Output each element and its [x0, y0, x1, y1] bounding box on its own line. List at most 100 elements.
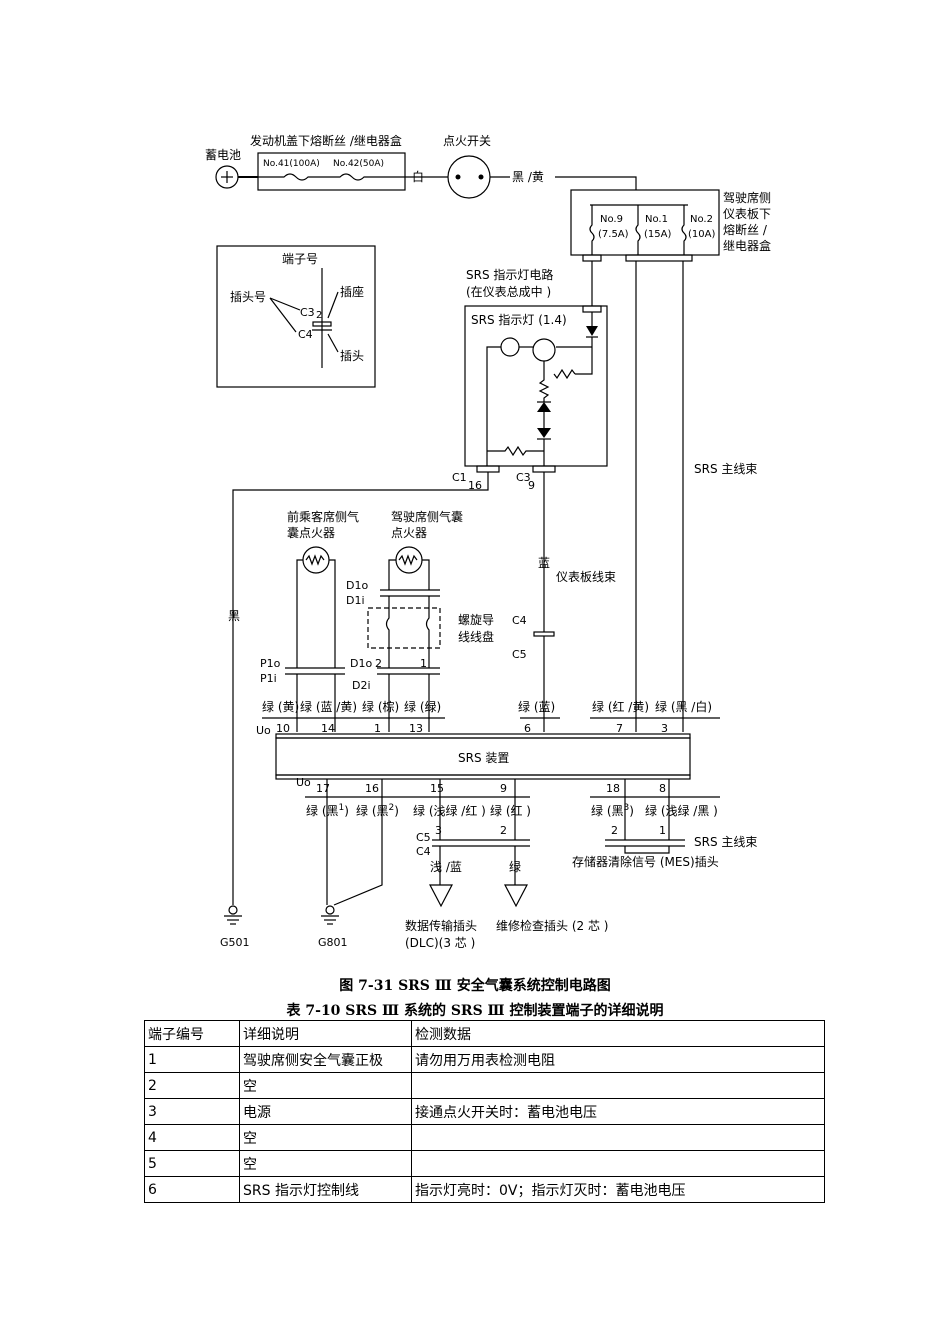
- legend-c3: C3: [300, 306, 315, 319]
- mes-pin-1: 1: [659, 824, 666, 837]
- dlc-label-1: 数据传输插头: [405, 918, 477, 933]
- pin-18-label: 18: [606, 782, 620, 795]
- table-row: 6 SRS 指示灯控制线 指示灯亮时：0V；指示灯灭时：蓄电池电压: [144, 1176, 825, 1203]
- c4b-label: C4: [416, 845, 431, 858]
- srs-harness-label: SRS 主线束: [694, 462, 757, 476]
- srs-circuit-label-1: SRS 指示灯电路: [466, 267, 553, 282]
- pin-7-label: 7: [616, 722, 623, 735]
- dash-box-label-4: 继电器盒: [723, 238, 771, 253]
- pin-13-label: 13: [409, 722, 423, 735]
- wire-label-green-brown: 绿 (棕): [362, 699, 399, 714]
- fuse-41-label: No.41(100A): [263, 159, 320, 169]
- header-test-data: 检测数据: [411, 1020, 825, 1047]
- terminal-table: 端子编号 详细说明 检测数据 1 驾驶席侧安全气囊正极 请勿用万用表检测电阻 2…: [144, 1020, 825, 1203]
- engine-fuse-box: [257, 152, 406, 191]
- wire-label-green-lightgreen-red: 绿 (浅绿 /红 ): [413, 803, 486, 818]
- cell-description: 空: [239, 1150, 412, 1177]
- black-yellow-label: 黑 /黄: [512, 170, 544, 184]
- table-row: 1 驾驶席侧安全气囊正极 请勿用万用表检测电阻: [144, 1046, 825, 1073]
- cell-test-data: 请勿用万用表检测电阻: [411, 1046, 825, 1073]
- fuse-9-label: No.9: [600, 214, 623, 225]
- wire-label-green-red: 绿 (红 ): [490, 803, 531, 818]
- transistor: [532, 338, 556, 362]
- cell-terminal: 1: [144, 1046, 240, 1073]
- fuse-2-label: No.2: [690, 214, 713, 225]
- pin-17-label: 17: [316, 782, 330, 795]
- cell-terminal: 4: [144, 1124, 240, 1151]
- fuse-42-label: No.42(50A): [333, 159, 384, 169]
- legend-2: 2: [316, 310, 322, 321]
- d1o-label-2: D1o: [350, 657, 372, 670]
- black-wire-label: 黑: [228, 609, 240, 623]
- cell-test-data: [411, 1072, 825, 1099]
- header-description: 详细说明: [239, 1020, 412, 1047]
- cell-description: SRS 指示灯控制线: [239, 1176, 412, 1203]
- cell-test-data: [411, 1124, 825, 1151]
- uo-top-label: Uo: [256, 724, 271, 737]
- wire-label-green-lightgreen-black: 绿 (浅绿 /黑 ): [645, 803, 718, 818]
- battery-label: 蓄电池: [205, 148, 241, 162]
- ground-g501: [228, 905, 238, 915]
- dash-box-label-1: 驾驶席侧: [723, 190, 771, 205]
- srs-circuit-label-2: (在仪表总成中 ): [466, 284, 551, 299]
- legend-plug-no: 插头号: [230, 290, 266, 304]
- table-header-row: 端子编号 详细说明 检测数据: [144, 1020, 825, 1047]
- blue-wire-label: 蓝: [538, 556, 550, 570]
- cell-test-data: 指示灯亮时：0V；指示灯灭时：蓄电池电压: [411, 1176, 825, 1203]
- ground-g801: [325, 905, 335, 915]
- fuse-1-rating: (15A): [644, 229, 671, 240]
- c3-label: C3: [516, 471, 531, 484]
- ignition-label: 点火开关: [443, 134, 491, 148]
- pin-16b-label: 16: [365, 782, 379, 795]
- service-check-connector: [504, 884, 528, 908]
- fuse-1-label: No.1: [645, 214, 668, 225]
- cell-test-data: [411, 1150, 825, 1177]
- fuse-box-label: 发动机盖下熔断丝 /继电器盒: [250, 133, 402, 148]
- srs-indicator-circuit-box: [464, 305, 608, 467]
- d1o-pin-1: 1: [420, 657, 427, 670]
- legend-box: [216, 245, 376, 388]
- srs-lamp-label: SRS 指示灯 (1.4): [471, 312, 567, 327]
- wire-label-green-red-yellow: 绿 (红 /黄): [592, 699, 649, 714]
- legend-terminal: 端子号: [282, 252, 318, 266]
- pin-10-label: 10: [276, 722, 290, 735]
- srs-unit-label: SRS 装置: [458, 751, 509, 765]
- table-row: 5 空: [144, 1150, 825, 1177]
- dlc-pin-2: 2: [500, 824, 507, 837]
- green-label: 绿: [509, 859, 521, 874]
- cell-test-data: 接通点火开关时：蓄电池电压: [411, 1098, 825, 1125]
- dash-box-label-3: 熔断丝 /: [723, 222, 768, 237]
- light-blue-label: 浅 /蓝: [430, 860, 462, 874]
- passenger-igniter-label-1: 前乘客席侧气: [287, 509, 359, 524]
- wire-label-green-blue: 绿 (蓝): [518, 699, 555, 714]
- wire-label-green-yellow: 绿 (黄): [262, 699, 299, 714]
- table-row: 3 电源 接通点火开关时：蓄电池电压: [144, 1098, 825, 1125]
- wire-label-green-blue-yellow: 绿 (蓝 /黄): [300, 699, 357, 714]
- c5-label: C5: [512, 648, 527, 661]
- d1i-label: D1i: [346, 594, 365, 607]
- dlc-connector: [429, 884, 453, 908]
- cell-terminal: 3: [144, 1098, 240, 1125]
- wire-label-green-black-1: 绿 (黑1): [306, 803, 349, 818]
- dash-box-label-2: 仪表板下: [723, 207, 771, 221]
- dlc-pin-3: 3: [435, 824, 442, 837]
- spiral-cable: [367, 607, 441, 649]
- mes-pin-2: 2: [611, 824, 618, 837]
- cell-terminal: 5: [144, 1150, 240, 1177]
- pin-3-label: 3: [661, 722, 668, 735]
- service-check-label: 维修检查插头 (2 芯 ): [496, 918, 608, 933]
- c5b-label: C5: [416, 831, 431, 844]
- spiral-label-2: 线线盘: [458, 629, 494, 644]
- legend-plug: 插头: [340, 349, 364, 363]
- uo-bottom-label: Uo: [296, 776, 311, 789]
- wire-label-green-black-white: 绿 (黑 /白): [655, 699, 712, 714]
- table-row: 2 空: [144, 1072, 825, 1099]
- legend-c4: C4: [298, 328, 313, 341]
- pin-9b-label: 9: [500, 782, 507, 795]
- cell-terminal: 6: [144, 1176, 240, 1203]
- c4-label: C4: [512, 614, 527, 627]
- ignition-switch: [447, 155, 491, 199]
- pin-1-label: 1: [374, 722, 381, 735]
- pin-6-label: 6: [524, 722, 531, 735]
- pin-16-label: 16: [468, 479, 482, 492]
